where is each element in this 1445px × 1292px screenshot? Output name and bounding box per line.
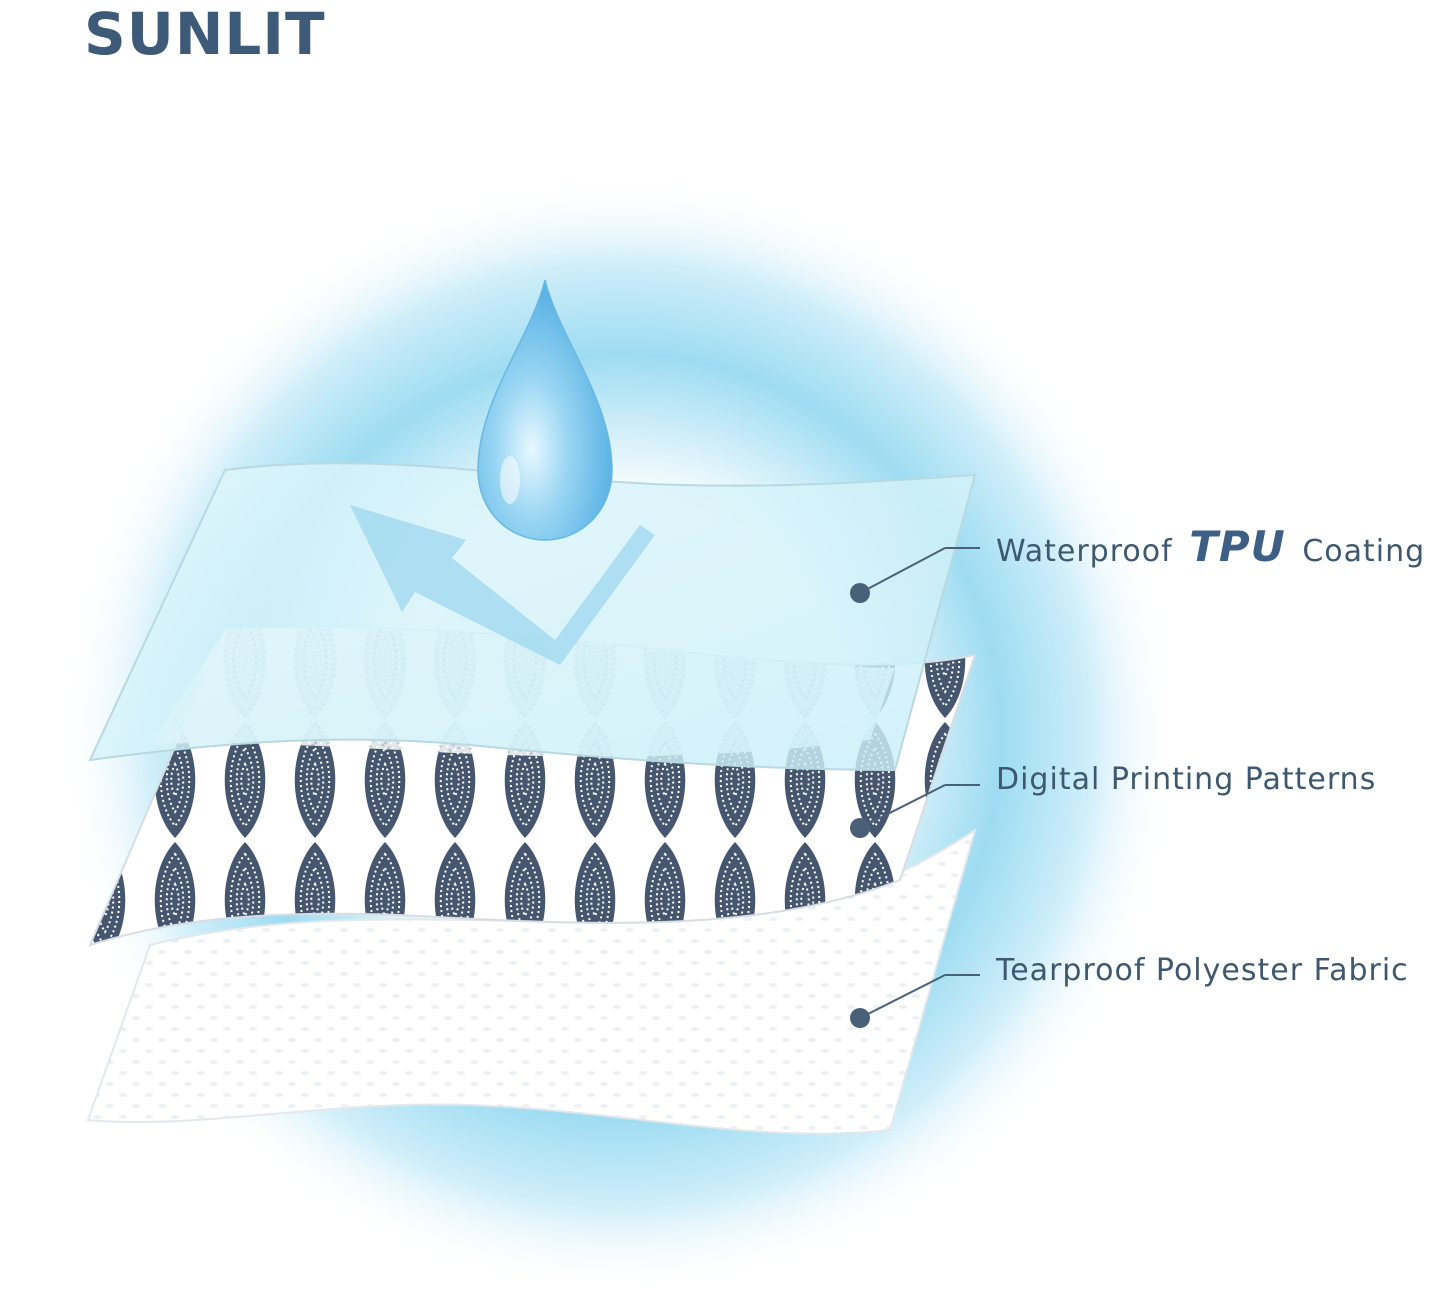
label-tpu-emphasis: TPU <box>1189 522 1286 571</box>
label-fabric: Tearproof Polyester Fabric <box>996 953 1409 988</box>
label-print: Digital Printing Patterns <box>996 762 1377 797</box>
callout-tpu <box>850 547 980 603</box>
callout-print <box>850 784 980 838</box>
brand-logo: SUNLIT <box>84 0 326 68</box>
arrow-up-left-icon <box>350 505 655 665</box>
callout-dot-print <box>850 818 870 838</box>
label-tpu-suffix: Coating <box>1302 534 1426 569</box>
callout-dot-fabric <box>850 1008 870 1028</box>
label-tpu-prefix: Waterproof <box>996 534 1173 569</box>
callout-fabric <box>850 974 980 1028</box>
callout-dot-tpu <box>850 583 870 603</box>
label-tpu: Waterproof TPU Coating <box>996 522 1425 571</box>
